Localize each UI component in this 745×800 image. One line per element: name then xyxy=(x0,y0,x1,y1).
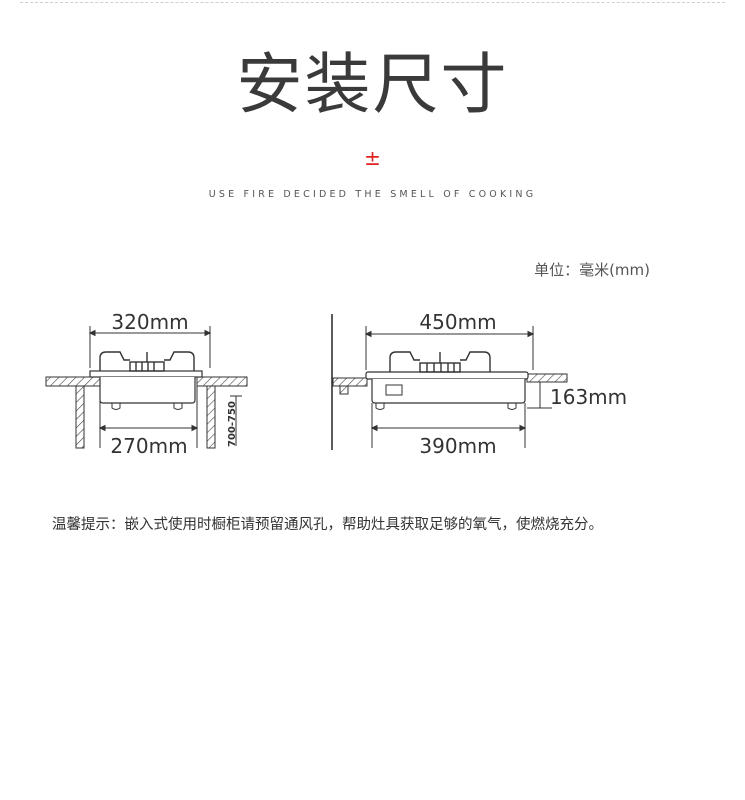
right-height-dimension xyxy=(527,381,552,409)
left-burner-icon xyxy=(99,351,195,372)
right-height-label: 163mm xyxy=(550,385,627,409)
right-bottom-dimension xyxy=(370,403,527,448)
left-countertop-right xyxy=(196,376,248,387)
right-countertop-left xyxy=(332,377,368,387)
left-top-width-label: 320mm xyxy=(111,310,188,334)
right-bottom-width-label: 390mm xyxy=(419,434,496,458)
right-countertop-right xyxy=(526,373,568,383)
right-top-width-label: 450mm xyxy=(419,310,496,334)
left-height-dimension xyxy=(230,395,242,446)
right-stove-body xyxy=(371,379,526,404)
left-cabinet-wall-left xyxy=(75,385,85,449)
left-bottom-dimension xyxy=(98,386,199,448)
installation-diagram: 320mm 270mm 700-750 xyxy=(45,310,627,458)
left-installation-diagram: 320mm 270mm 700-750 xyxy=(45,310,248,458)
title-accent-mark: ± xyxy=(364,146,381,170)
left-stove-body xyxy=(99,377,196,404)
top-dashed-divider xyxy=(20,2,725,3)
left-countertop-left xyxy=(45,376,101,387)
right-top-dimension xyxy=(364,326,535,370)
installation-tip: 温馨提示：嵌入式使用时橱柜请预留通风孔，帮助灶具获取足够的氧气，使燃烧充分。 xyxy=(52,517,603,533)
left-stove-top-panel xyxy=(89,370,203,378)
page-title: 安装尺寸 xyxy=(236,46,509,123)
left-cutout-width-label: 270mm xyxy=(110,434,187,458)
unit-label: 单位：毫米(mm) xyxy=(534,261,650,279)
right-stove-top-panel xyxy=(365,371,529,380)
left-cabinet-wall-right xyxy=(206,385,216,449)
right-installation-diagram: 450mm 390mm 163mm xyxy=(331,310,627,458)
left-top-dimension xyxy=(88,326,212,368)
right-stove-knob xyxy=(385,384,403,396)
left-height-range-label: 700-750 xyxy=(227,401,238,447)
tagline: USE FIRE DECIDED THE SMELL OF COOKING xyxy=(208,189,537,200)
right-burner-icon xyxy=(389,351,491,373)
